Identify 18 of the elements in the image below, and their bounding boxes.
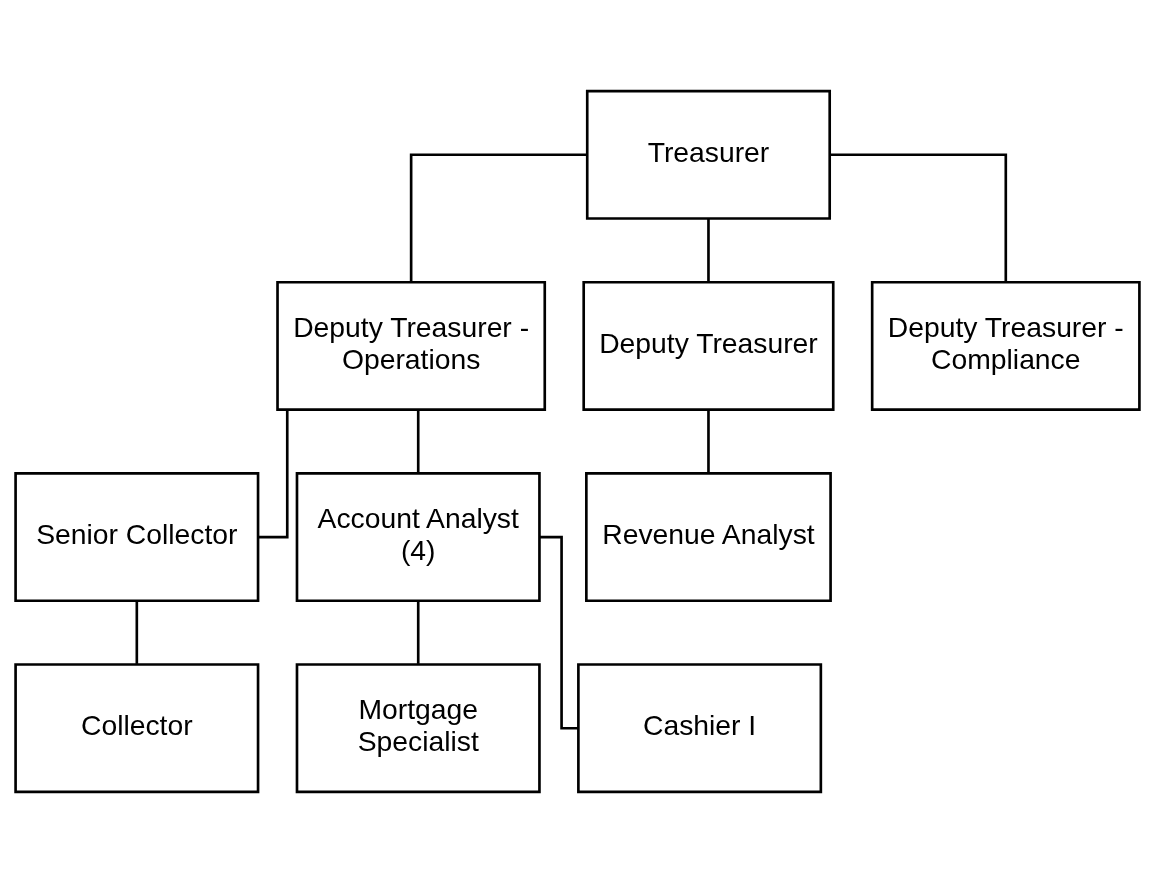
- node-box: Revenue Analyst: [585, 471, 832, 602]
- node-box: Treasurer: [585, 89, 832, 220]
- node-box: Deputy Treasurer - Operations: [276, 280, 547, 411]
- connector: [416, 600, 420, 664]
- connector: [830, 152, 1008, 282]
- node-box: Cashier I: [577, 662, 823, 793]
- connector: [258, 409, 289, 538]
- node-box: Account Analyst (4): [295, 471, 541, 602]
- node-box: Mortgage Specialist: [295, 662, 541, 793]
- connector: [135, 600, 139, 664]
- connector: [707, 409, 710, 473]
- node-box: Deputy Treasurer: [582, 280, 835, 411]
- node-box: Collector: [14, 662, 260, 793]
- node-box: Deputy Treasurer - Compliance: [870, 280, 1141, 411]
- node-box: Senior Collector: [14, 471, 260, 602]
- connector: [416, 409, 420, 473]
- connector: [409, 152, 587, 282]
- connector: [707, 218, 710, 282]
